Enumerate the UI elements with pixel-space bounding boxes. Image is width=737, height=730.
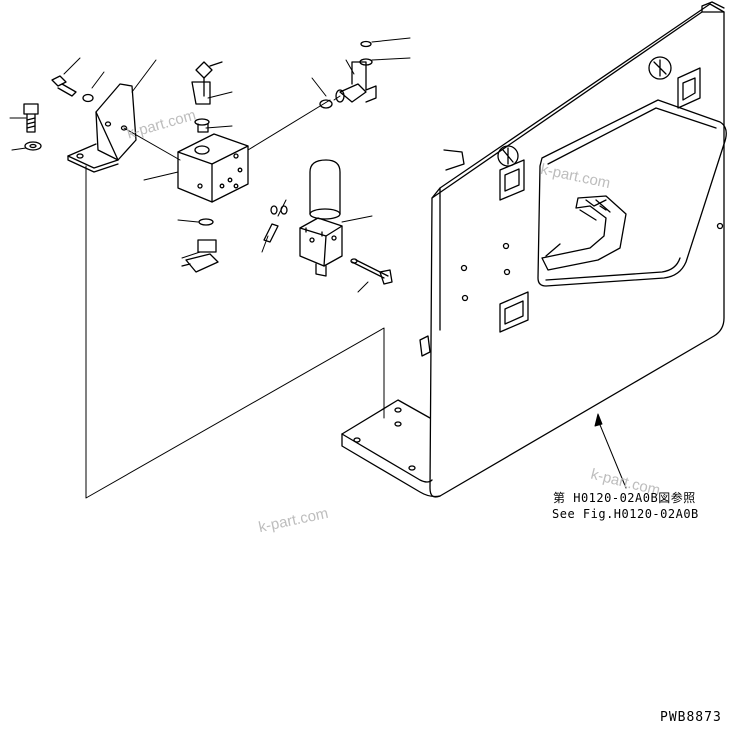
assembly-lines bbox=[85, 95, 385, 499]
mounting-bracket bbox=[67, 83, 137, 173]
fittings bbox=[23, 40, 393, 285]
reference-note-en: See Fig.H0120-02A0B bbox=[552, 507, 699, 521]
valve-block bbox=[177, 133, 249, 203]
accumulator bbox=[299, 159, 343, 277]
drawing-code: PWB8873 bbox=[660, 710, 722, 725]
leader-lines bbox=[9, 37, 627, 489]
bracket-plate bbox=[341, 1, 727, 498]
reference-note-jp: 第 H0120-02A0B図参照 bbox=[553, 491, 696, 505]
reference-arrow bbox=[594, 413, 603, 427]
